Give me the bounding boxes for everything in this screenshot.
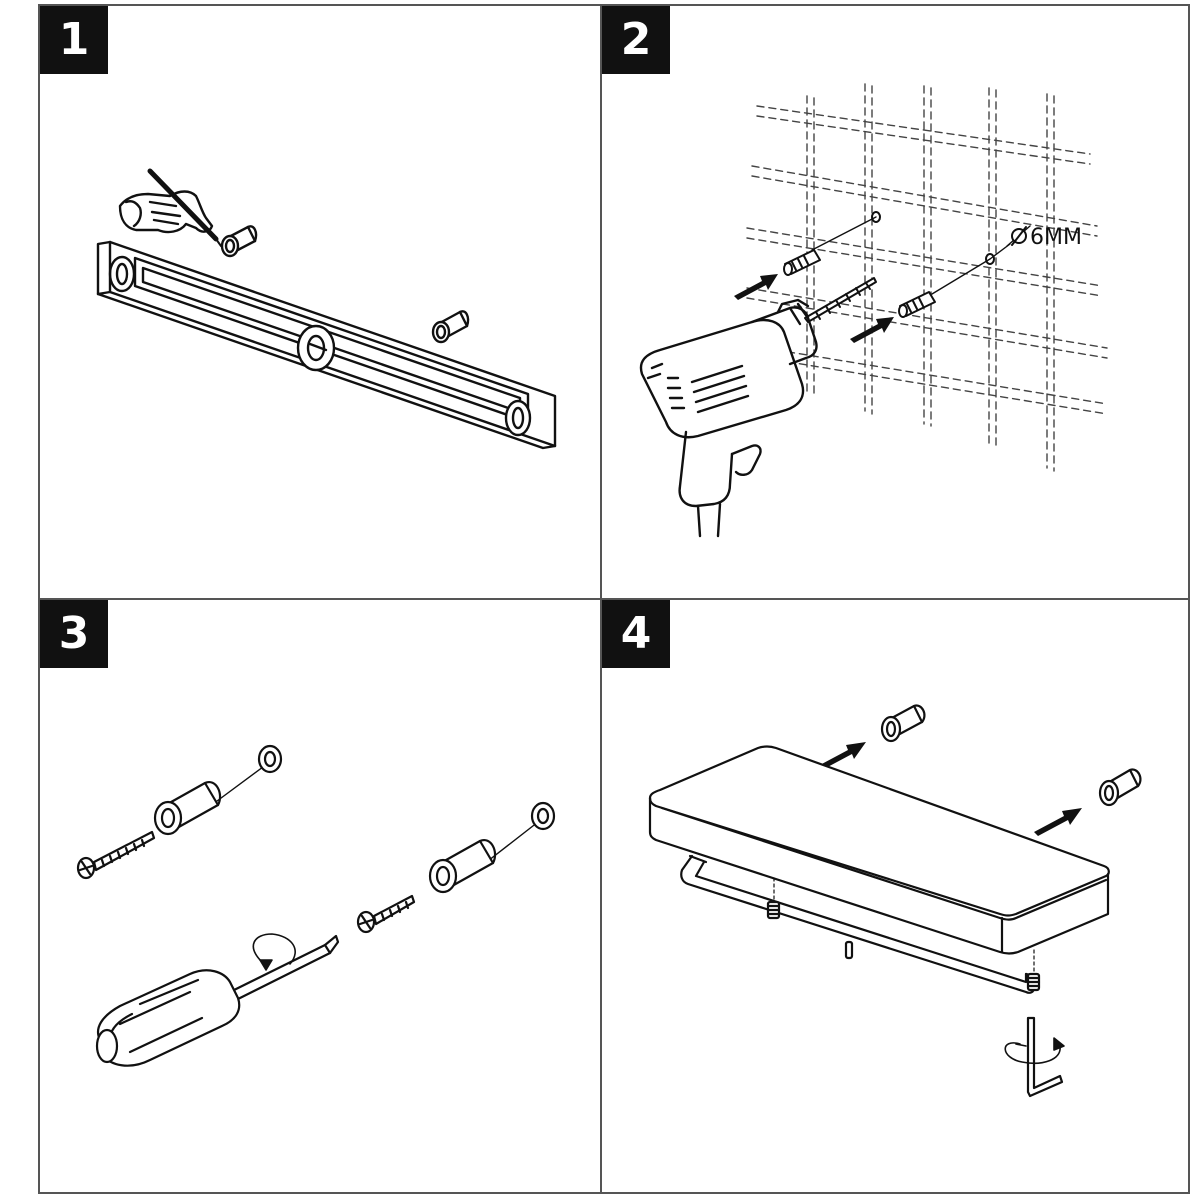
washer-icon [257,744,283,774]
wall-anchor-icon [220,225,258,258]
step-1-panel: 1 [40,6,601,600]
drill-bit-icon [804,277,877,323]
step-3-illustration [76,744,556,1067]
pin-icon [844,940,854,960]
step-3-badge: 3 [40,600,108,668]
rotation-arrow-icon [1004,1037,1065,1064]
step-4-badge: 4 [602,600,670,668]
washer-icon [530,801,556,831]
wall-anchor-icon [153,780,222,836]
step-4-illustration [648,704,1142,1098]
drill-size-label: 6MM [1030,225,1082,250]
step-1-illustration [96,168,557,450]
step-2-badge: 2 [602,6,670,74]
step-2-illustration: 6MM [639,83,1108,538]
arrow-icon [818,742,1082,836]
step-2-panel: 2 6MM [602,6,1163,600]
step-4-panel: 4 [602,600,1163,1194]
wall-grid-icon [746,83,1108,472]
step-1-badge: 1 [40,6,108,74]
set-screw-icon [766,900,781,920]
step-3-panel: 3 [40,600,601,1194]
spirit-level-icon [96,240,557,450]
wall-anchor-icon [880,704,926,743]
hand-pencil-icon [118,168,222,247]
power-drill-icon [639,298,818,538]
wall-anchor-icon [428,838,497,894]
toilet-paper-shelf-icon [648,745,1110,994]
rotation-arrow-icon [252,933,296,971]
wall-anchor-icon [783,249,821,276]
set-screw-icon [1026,972,1041,992]
wall-anchor-icon [431,310,470,344]
arrow-icon [734,274,894,343]
screw-icon [76,830,156,880]
screw-icon [356,894,416,934]
wall-anchor-icon [1098,768,1142,807]
diameter-symbol-icon [1011,226,1027,246]
hex-key-icon [1026,1016,1064,1098]
wall-anchor-icon [898,291,936,318]
grid-divider-horizontal [38,598,1190,600]
screwdriver-icon [95,934,340,1067]
